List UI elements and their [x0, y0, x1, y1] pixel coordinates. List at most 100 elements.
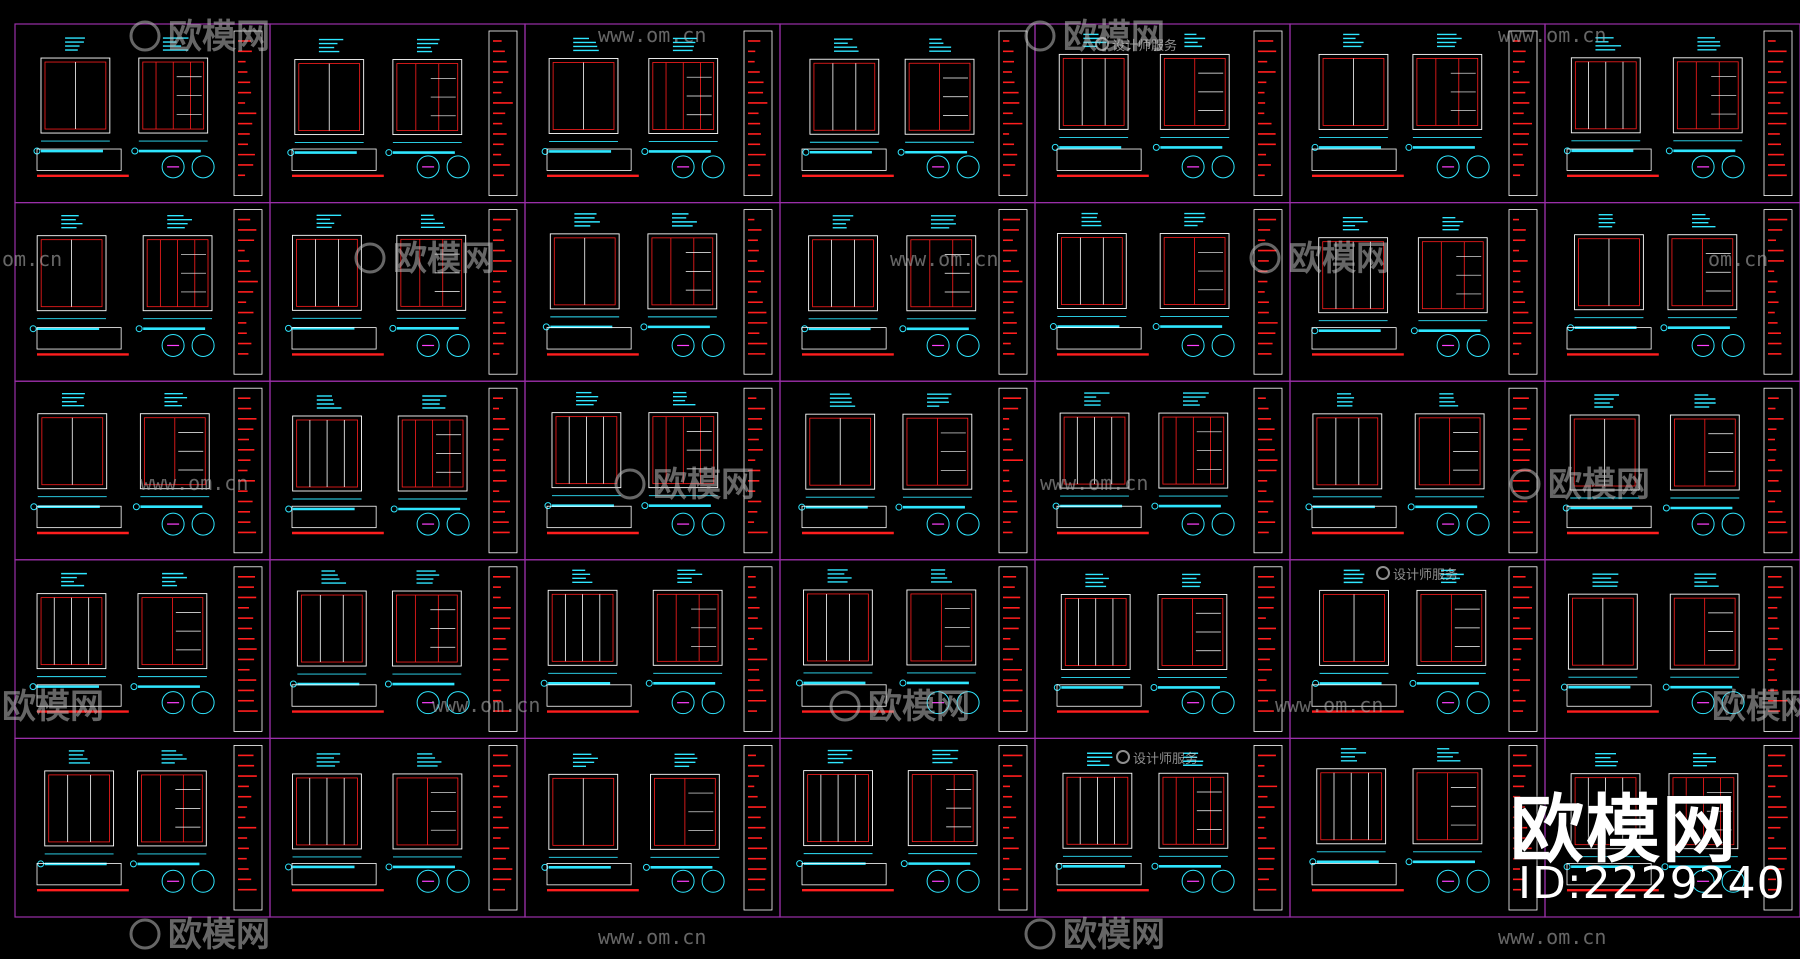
detail-callout — [926, 691, 950, 715]
detail-callout — [1211, 869, 1235, 893]
elevation-frame — [1158, 772, 1229, 849]
plan-view — [546, 148, 632, 171]
plan-view — [1566, 863, 1652, 886]
caption-marker — [1409, 679, 1417, 687]
watermark-url-short-left: om.cn — [2, 247, 62, 271]
drawing-sheet — [1034, 559, 1291, 739]
title-block — [998, 30, 1028, 197]
caption-marker — [29, 683, 37, 691]
caption-marker — [541, 147, 549, 155]
drawing-sheet — [1544, 380, 1800, 561]
title-block — [233, 745, 263, 911]
elevation-frame — [906, 589, 977, 666]
elevation-frame — [137, 593, 208, 670]
detail-callout — [1691, 691, 1715, 715]
detail-callout — [416, 691, 440, 715]
elevation-frame — [906, 235, 977, 312]
watermark-brand-lower-right: 欧模网 — [1712, 687, 1800, 727]
plan-view — [1056, 684, 1142, 707]
drawing-sheet — [524, 23, 781, 204]
plan-view — [1056, 327, 1142, 350]
svg-text:设计师服务: 设计师服务 — [1133, 751, 1198, 767]
elevation-frame — [294, 59, 365, 136]
elevation-frame — [37, 413, 108, 490]
title-block — [998, 745, 1028, 911]
detail-callout — [1181, 155, 1205, 179]
watermark-design-tag-middle: 设计师服务 — [1376, 566, 1458, 583]
title-block — [998, 209, 1028, 375]
detail-callout — [956, 691, 980, 715]
watermark-url-bottom-right: www.om.cn — [1498, 925, 1606, 949]
drawing-sheet — [14, 202, 271, 382]
plan-view — [801, 684, 887, 707]
title-block — [233, 566, 263, 732]
detail-callout — [1466, 869, 1490, 893]
watermark-url-mid-center: www.om.cn — [890, 247, 998, 271]
detail-callout — [191, 512, 215, 536]
detail-callout — [701, 333, 725, 357]
caption-marker — [29, 325, 37, 333]
detail-callout — [956, 155, 980, 179]
caption-marker — [795, 679, 803, 687]
caption-marker — [1051, 143, 1059, 151]
title-block — [1508, 30, 1538, 197]
plan-view — [36, 863, 122, 886]
plan-view — [1566, 327, 1652, 350]
detail-callout — [956, 869, 980, 893]
detail-callout — [1721, 691, 1745, 715]
detail-callout — [1691, 155, 1715, 179]
elevation-frame — [142, 235, 213, 312]
plan-view — [291, 505, 377, 529]
elevation-frame — [1669, 593, 1740, 670]
caption-marker — [899, 679, 907, 687]
caption-marker — [1152, 143, 1160, 151]
caption-marker — [131, 147, 139, 155]
elevation-panel — [910, 239, 973, 308]
drawing-sheet — [1289, 23, 1546, 204]
caption-marker — [1662, 683, 1670, 691]
detail-callout — [1436, 869, 1460, 893]
elevation-panel — [911, 774, 974, 843]
watermark-brand-bottom-left: 欧模网 — [129, 915, 270, 955]
detail-callout — [416, 512, 440, 536]
watermark-design-tag-upper: 设计师服务 — [1095, 37, 1177, 54]
elevation-frame — [392, 59, 463, 136]
plan-view — [36, 327, 122, 350]
watermark-brand-center: 欧模网 — [614, 465, 755, 505]
plan-view — [1056, 505, 1142, 529]
detail-callout — [926, 155, 950, 179]
watermark-brand-right: 欧模网 — [1509, 465, 1650, 505]
caption-marker — [132, 503, 140, 511]
detail-callout — [161, 691, 185, 715]
detail-callout — [446, 869, 470, 893]
detail-callout — [1211, 691, 1235, 715]
detail-callout — [1181, 333, 1205, 357]
detail-callout — [1181, 691, 1205, 715]
elevation-frame — [397, 415, 468, 492]
watermark-brand-lower-left: 欧模网 — [2, 687, 104, 727]
watermark-url-bottom-center: www.om.cn — [598, 925, 706, 949]
detail-callout — [701, 691, 725, 715]
detail-callout — [191, 691, 215, 715]
title-block — [488, 745, 518, 911]
detail-callout — [446, 512, 470, 536]
caption-marker — [289, 680, 297, 688]
title-block — [1763, 387, 1793, 554]
caption-marker — [641, 147, 649, 155]
caption-marker — [37, 860, 45, 868]
elevation-panel — [396, 594, 458, 663]
elevation-panel — [300, 594, 363, 663]
watermark-url-top-center: www.om.cn — [598, 23, 706, 47]
svg-text:欧模网: 欧模网 — [1063, 17, 1165, 57]
detail-callout — [701, 869, 725, 893]
elevation-frame — [1058, 53, 1129, 130]
detail-callout — [416, 333, 440, 357]
elevation-frame — [1412, 53, 1483, 130]
elevation-frame — [1056, 233, 1127, 310]
svg-text:设计师服务: 设计师服务 — [1112, 38, 1177, 54]
caption-marker — [645, 679, 653, 687]
detail-callout — [1211, 155, 1235, 179]
elevation-frame — [1159, 233, 1230, 310]
detail-callout — [1721, 512, 1745, 536]
